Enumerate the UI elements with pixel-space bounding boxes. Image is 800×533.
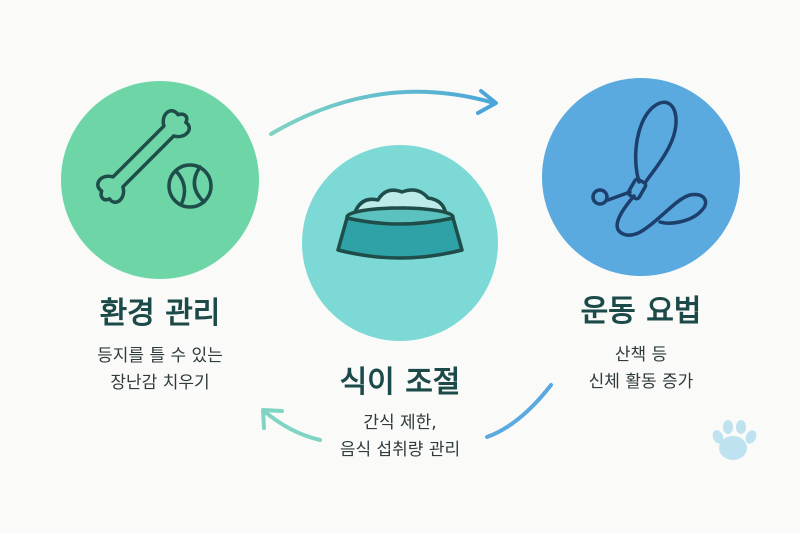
environment-title: 환경 관리 — [99, 296, 221, 331]
diet-desc: 간식 제한, 음식 섭취량 관리 — [290, 410, 510, 464]
environment-desc-line: 등지를 틀 수 있는 — [97, 346, 223, 366]
paw-print-icon — [712, 420, 757, 460]
exercise-desc-line: 산책 등 — [614, 345, 668, 365]
leash-icon — [591, 100, 708, 237]
exercise-title: 운동 요법 — [580, 294, 702, 329]
environment-desc: 등지를 틀 수 있는 장난감 치우기 — [50, 343, 270, 397]
exercise-desc-line: 신체 활동 증가 — [588, 372, 694, 392]
exercise-circle — [542, 78, 740, 276]
exercise-desc: 산책 등 신체 활동 증가 — [531, 342, 751, 396]
environment-desc-line: 장난감 치우기 — [110, 373, 210, 393]
arrow-top-icon — [269, 89, 498, 136]
bone-and-ball-icon — [96, 109, 213, 209]
diet-desc-line: 음식 섭취량 관리 — [339, 440, 461, 460]
diet-title: 식이 조절 — [339, 365, 461, 400]
environment-circle — [61, 81, 259, 279]
arrow-bottom-icon — [261, 383, 553, 442]
food-bowl-icon — [336, 188, 464, 260]
diet-desc-line: 간식 제한, — [363, 413, 437, 433]
